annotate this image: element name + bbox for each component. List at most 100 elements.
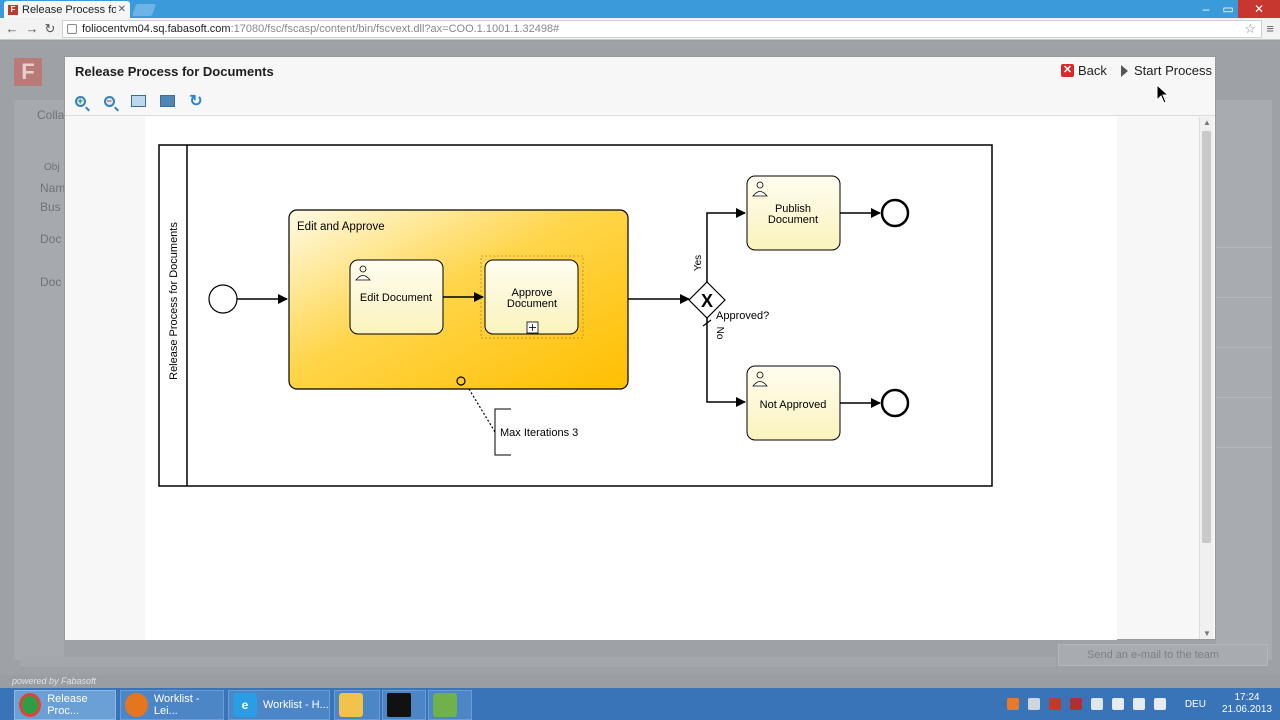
end-event-not-approved[interactable]	[880, 388, 910, 418]
address-bar[interactable]: foliocentvm04.sq.fabasoft.com :17080/fsc…	[62, 20, 1262, 38]
tray-volume-icon[interactable]	[1153, 698, 1166, 710]
annotation-bracket	[494, 408, 511, 456]
clock-time: 17:24	[1234, 692, 1260, 703]
reload-icon[interactable]: ↻	[44, 21, 56, 36]
task-edit-document-label: Edit Document	[360, 292, 432, 304]
no-label: No	[714, 327, 725, 340]
new-tab-button[interactable]	[131, 4, 157, 16]
browser-tab[interactable]: F Release Process for D ✕	[4, 1, 130, 18]
fit-page-icon	[159, 95, 175, 107]
taskbar-item-ie[interactable]: e Worklist - H...	[228, 690, 330, 720]
expand-subprocess-icon[interactable]	[526, 321, 539, 334]
zoom-in-icon: +	[74, 95, 86, 107]
task-approve-label-line2: Document	[507, 298, 557, 310]
loop-marker-icon	[456, 376, 466, 386]
system-clock[interactable]: 17:24 21.06.2013	[1222, 692, 1272, 716]
scroll-up-icon[interactable]: ▲	[1203, 118, 1211, 127]
taskbar-item-explorer[interactable]	[334, 690, 380, 720]
task-publish-label-line2: Document	[768, 214, 818, 226]
scrollbar-thumb[interactable]	[1202, 131, 1211, 543]
taskbar-item-chrome[interactable]: Release Proc...	[14, 690, 116, 720]
tray-flash-icon[interactable]	[1069, 698, 1082, 710]
forward-arrow-icon[interactable]: →	[25, 21, 39, 36]
diagram-canvas[interactable]: Release Process for Documents Edit and A…	[65, 116, 1117, 640]
bookmark-star-icon[interactable]: ☆	[1244, 21, 1256, 36]
diagram-vertical-scrollbar[interactable]: ▲ ▼	[1199, 117, 1213, 639]
back-arrow-icon[interactable]: ←	[5, 21, 19, 36]
taskbar-item-firefox[interactable]: Worklist - Lei...	[120, 690, 224, 720]
fabasoft-favicon-icon: F	[8, 4, 18, 15]
user-task-icon	[752, 371, 768, 387]
back-button[interactable]: ✕ Back	[1061, 63, 1107, 78]
language-indicator[interactable]: DEU	[1184, 698, 1206, 710]
zoom-in-button[interactable]: +	[71, 92, 89, 110]
background-horizontal-scrollbar	[20, 657, 1056, 667]
background-row	[1216, 350, 1272, 398]
maximize-icon[interactable]: ▭	[1222, 2, 1234, 16]
fit-width-icon	[130, 95, 146, 107]
association	[468, 388, 496, 433]
page-icon	[67, 24, 77, 34]
end-event-published[interactable]	[880, 198, 910, 228]
tray-monitor-icon[interactable]	[1090, 698, 1103, 710]
windows-taskbar: Release Proc... Worklist - Lei... e Work…	[0, 688, 1280, 720]
background-sidebar	[14, 100, 64, 660]
bpmn-diagram: Release Process for Documents Edit and A…	[158, 144, 993, 487]
minimize-icon[interactable]: –	[1202, 2, 1210, 16]
mouse-cursor-icon	[1156, 84, 1170, 104]
gateway-label: Approved?	[716, 310, 769, 322]
taskbar-item-app[interactable]	[428, 690, 472, 720]
user-task-icon	[752, 181, 768, 197]
zoom-out-button[interactable]: −	[100, 92, 118, 110]
background-right-panel	[1216, 100, 1272, 660]
browser-menu-icon[interactable]: ≡	[1266, 21, 1274, 36]
task-approve-label-line1: Approve	[512, 287, 553, 299]
background-doc-label-2: Doc	[40, 275, 62, 289]
tray-app-icon[interactable]	[1006, 698, 1019, 710]
background-email-field: Send an e-mail to the team	[1058, 644, 1268, 666]
console-icon	[387, 693, 411, 717]
subprocess-label: Edit and Approve	[297, 221, 385, 233]
application-icon	[433, 693, 457, 717]
tray-flag-icon[interactable]	[1111, 698, 1124, 710]
close-tab-icon[interactable]: ✕	[117, 4, 126, 15]
fabasoft-logo-icon: F	[14, 58, 42, 86]
start-process-label: Start Process	[1134, 63, 1213, 78]
background-row	[1216, 250, 1272, 298]
fit-width-button[interactable]	[129, 92, 147, 110]
background-row	[1216, 300, 1272, 348]
sequence-flow-yes	[706, 208, 746, 282]
default-flow-marker	[702, 319, 712, 327]
firefox-icon	[125, 693, 148, 717]
gateway-marker: X	[701, 291, 713, 311]
background-doc-label-1: Doc	[40, 232, 62, 246]
close-window-icon[interactable]: ✕	[1238, 0, 1280, 18]
tray-fabasoft-icon[interactable]	[1048, 698, 1061, 710]
background-row	[1216, 200, 1272, 248]
pool-label: Release Process for Documents	[168, 222, 180, 380]
browser-tab-title: Release Process for D	[22, 3, 116, 16]
refresh-button[interactable]: ↻	[187, 92, 205, 110]
annotation-label: Max Iterations 3	[500, 427, 578, 439]
tray-network-icon[interactable]	[1132, 698, 1145, 710]
start-process-button[interactable]: Start Process	[1121, 63, 1212, 78]
fit-page-button[interactable]	[158, 92, 176, 110]
background-row	[1216, 400, 1272, 448]
taskbar-item-label: Worklist - Lei...	[153, 693, 200, 717]
scroll-down-icon[interactable]: ▼	[1203, 629, 1211, 638]
diagram-toolbar: + − ↻	[71, 91, 216, 111]
start-event[interactable]	[208, 284, 238, 314]
dialog-title: Release Process for Documents	[75, 64, 274, 79]
internet-explorer-icon: e	[233, 693, 257, 717]
tray-document-icon[interactable]	[1027, 698, 1040, 710]
red-x-icon: ✕	[1061, 64, 1074, 77]
toolbar-divider	[65, 115, 1215, 116]
taskbar-item-console[interactable]	[382, 690, 426, 720]
task-not-approved-label: Not Approved	[760, 399, 827, 411]
back-button-label: Back	[1078, 63, 1107, 78]
refresh-icon: ↻	[189, 93, 203, 110]
task-approve-document[interactable]	[484, 259, 579, 335]
background-collab-label: Colla	[37, 108, 65, 122]
background-name-label: Nam	[40, 181, 66, 195]
system-tray: DEU 17:24 21.06.2013	[1006, 688, 1280, 720]
